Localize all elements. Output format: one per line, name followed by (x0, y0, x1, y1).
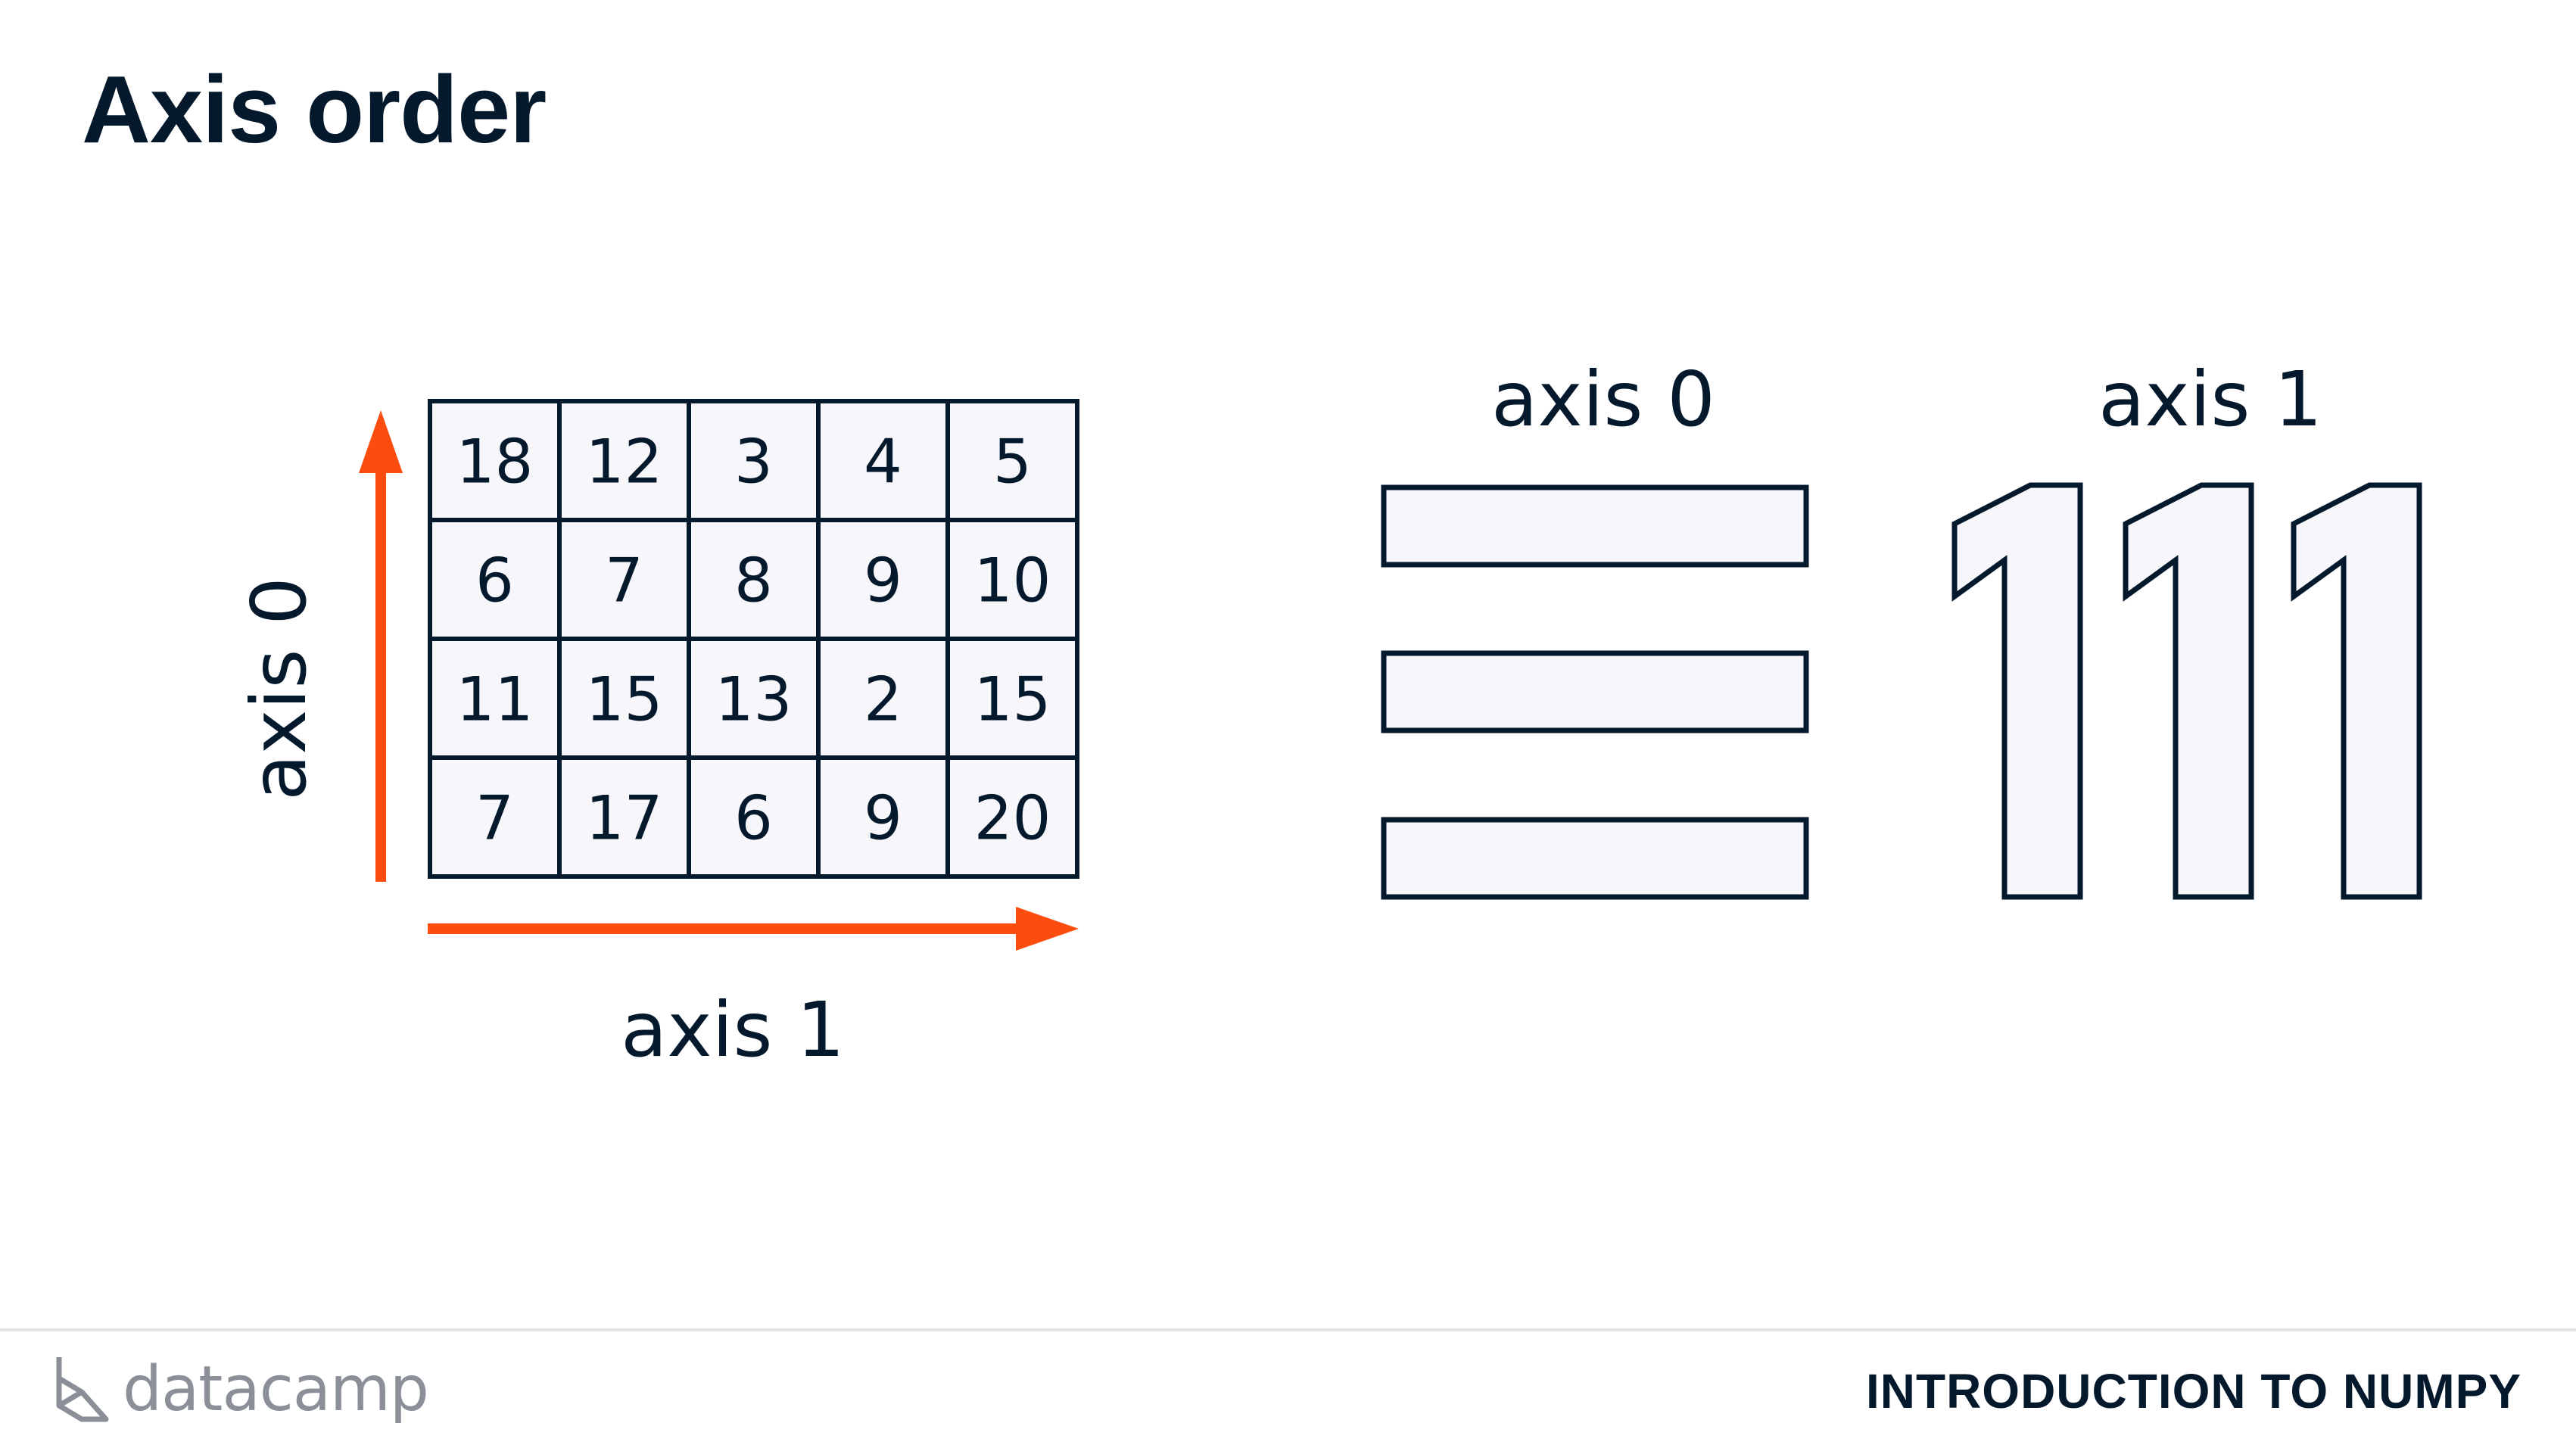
grid-cell-value: 9 (864, 546, 902, 616)
row-bar-1 (1381, 484, 1809, 568)
grid-cell-value: 8 (734, 546, 773, 616)
grid-cell (945, 518, 1079, 641)
grid-cell (428, 755, 562, 879)
grid-cell-value: 13 (715, 665, 793, 735)
row-bar-3 (1381, 817, 1809, 900)
grid-cell-value: 2 (864, 665, 902, 735)
grid-cell-value: 5 (993, 427, 1032, 497)
big-one-digit (2123, 482, 2254, 900)
grid-cell (687, 755, 821, 879)
grid-cell-value: 12 (586, 427, 663, 497)
grid-cell-value: 7 (605, 546, 643, 616)
grid-cell (428, 399, 562, 522)
grid-cell-value: 6 (475, 546, 514, 616)
grid-cell (816, 637, 950, 760)
grid-cell (945, 637, 1079, 760)
grid-cell (687, 518, 821, 641)
brand-name: datacamp (123, 1353, 429, 1425)
datacamp-logo: datacamp (53, 1347, 429, 1431)
grid-cell-value: 7 (475, 783, 514, 854)
grid-cell (687, 637, 821, 760)
row-bar-2 (1381, 650, 1809, 733)
axis-0-arrow (359, 410, 403, 882)
grid-cell-value: 18 (456, 427, 534, 497)
grid-cell-value: 17 (586, 783, 663, 854)
grid-cell-value: 4 (864, 427, 902, 497)
datacamp-logo-icon (56, 1357, 109, 1422)
array-grid: 18 12 3 4 5 6 7 8 9 10 11 15 13 2 15 7 17 6 9 20 (428, 399, 1079, 879)
big-one-digit (2291, 482, 2422, 900)
grid-cell-value: 3 (734, 427, 773, 497)
grid-cell-value: 6 (734, 783, 773, 854)
axis-0-heading: axis 0 (1491, 355, 1715, 444)
page-title: Axis order (82, 56, 547, 163)
grid-cell-value: 15 (586, 665, 663, 735)
axis-1-label: axis 1 (621, 985, 845, 1074)
big-one-digit (1951, 482, 2083, 900)
axis-1-heading: axis 1 (2098, 355, 2322, 444)
grid-cell-value: 20 (974, 783, 1051, 854)
axis-1-arrow (428, 907, 1079, 951)
grid-cell (945, 755, 1079, 879)
grid-cell-value: 11 (456, 665, 534, 735)
grid-cell (816, 755, 950, 879)
grid-cell (557, 637, 691, 760)
course-title: INTRODUCTION TO NUMPY (1865, 1364, 2521, 1418)
column-ones (1951, 482, 2422, 900)
grid-cell (557, 399, 691, 522)
grid-cell-value: 15 (974, 665, 1051, 735)
footer-divider (0, 1328, 2576, 1331)
grid-cell (557, 755, 691, 879)
grid-cell (687, 399, 821, 522)
grid-cell-value: 10 (974, 546, 1051, 616)
grid-cell-value: 9 (864, 783, 902, 854)
axis-0-label: axis 0 (235, 577, 323, 801)
